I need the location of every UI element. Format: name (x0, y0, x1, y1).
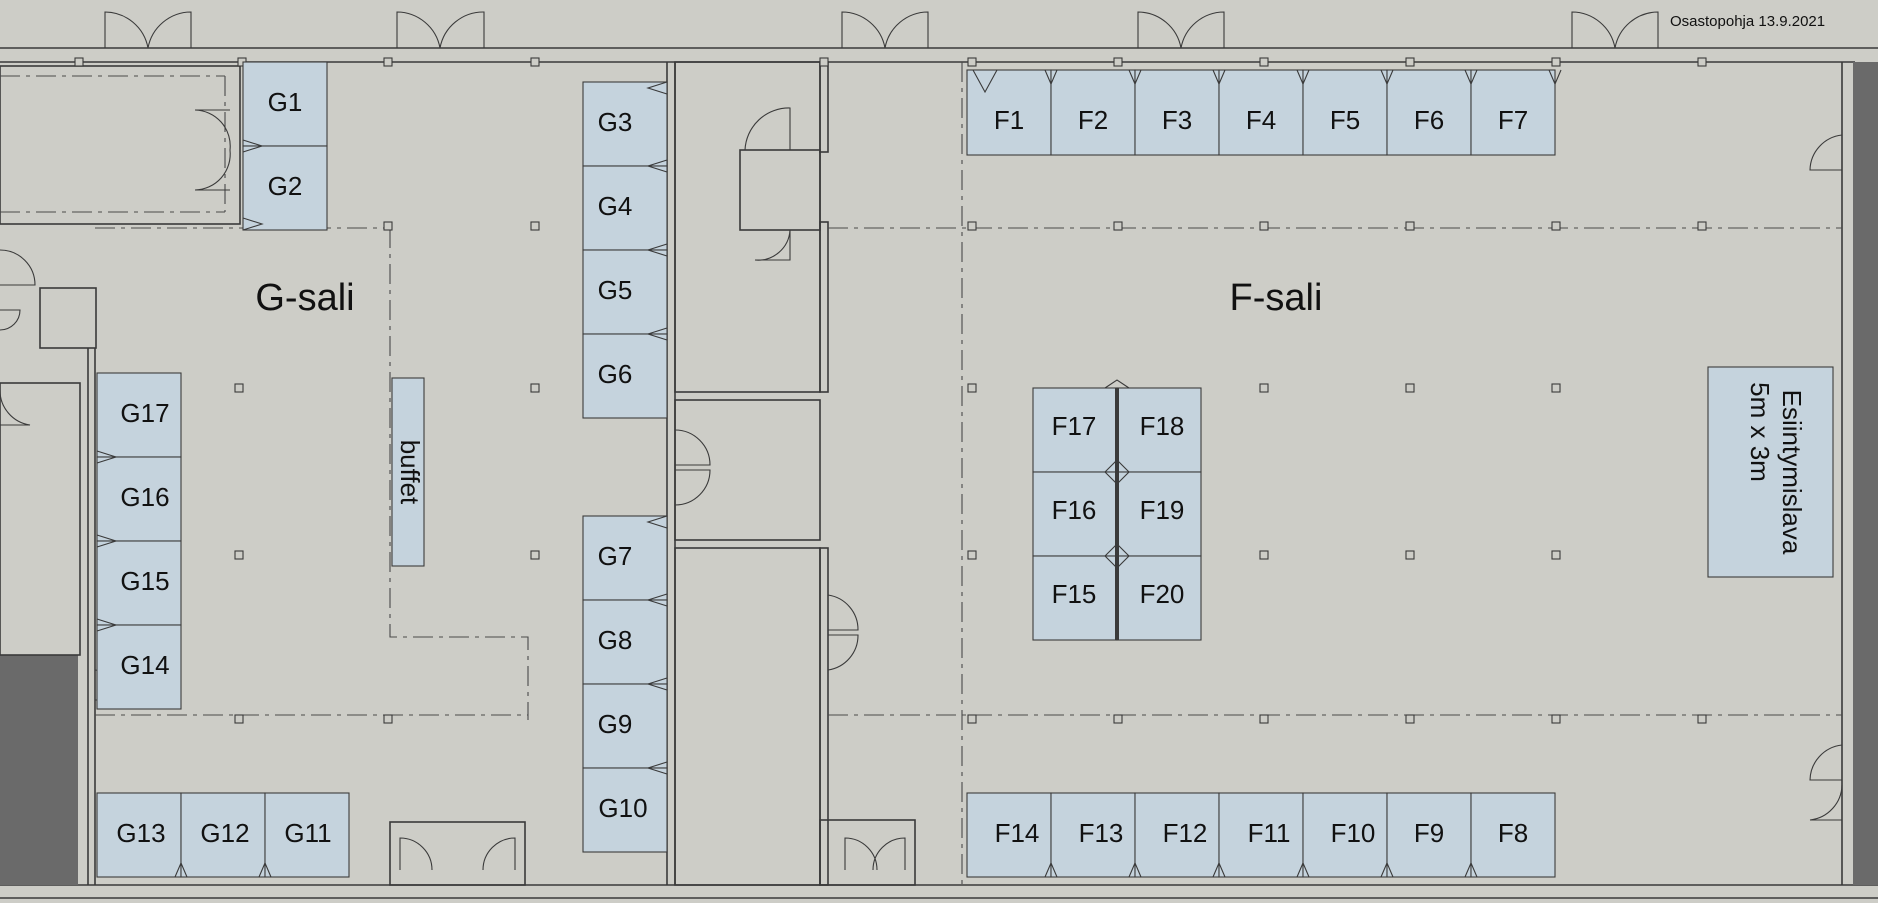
booth-g13[interactable]: G13 (96, 792, 182, 878)
booth-g15[interactable]: G15 (96, 540, 182, 626)
booth-label: F17 (1052, 411, 1097, 441)
booth-f15[interactable]: F15 (1032, 555, 1118, 641)
booth-f12[interactable]: F12 (1134, 792, 1220, 878)
booth-g17[interactable]: G17 (96, 372, 182, 458)
booth-label: G13 (116, 818, 165, 848)
booth-label: F19 (1140, 495, 1185, 525)
booth-label: F12 (1163, 818, 1208, 848)
booth-f19[interactable]: F19 (1116, 471, 1202, 557)
booth-f9[interactable]: F9 (1386, 792, 1472, 878)
booths-f-top: F1 F2 F3 F4 F5 F6 F7 (966, 69, 1556, 156)
booth-g1[interactable]: G1 (242, 61, 328, 147)
booth-label: F3 (1162, 105, 1192, 135)
booth-f7[interactable]: F7 (1470, 69, 1556, 156)
booth-f8[interactable]: F8 (1470, 792, 1556, 878)
date-label: Osastopohja 13.9.2021 (1670, 13, 1825, 30)
booth-label: F2 (1078, 105, 1108, 135)
hall-label-g-sali: G-sali (255, 277, 354, 319)
booth-label: F15 (1052, 579, 1097, 609)
outer-walls (0, 47, 1878, 899)
booth-f5[interactable]: F5 (1302, 69, 1388, 156)
buffet-area: buffet (391, 377, 425, 567)
booth-f14[interactable]: F14 (966, 792, 1052, 878)
booth-label: G9 (598, 709, 633, 739)
booth-label: F11 (1248, 818, 1291, 848)
booth-label: G7 (598, 541, 633, 571)
booth-f11[interactable]: F11 (1218, 792, 1304, 878)
stage-area: Esiintymislava 5m x 3m (1707, 366, 1834, 578)
booth-g7[interactable]: G7 (582, 515, 668, 601)
booth-label: G16 (120, 482, 169, 512)
booths-f-island: F17 F18 F16 F19 F15 F20 (1032, 387, 1202, 641)
booth-label: G12 (200, 818, 249, 848)
booth-label: G14 (120, 650, 169, 680)
booth-f4[interactable]: F4 (1218, 69, 1304, 156)
booth-f17[interactable]: F17 (1032, 387, 1118, 473)
booth-label: G6 (598, 359, 633, 389)
booth-markers (96, 69, 1562, 878)
buffet-label: buffet (395, 440, 425, 505)
booth-label: F20 (1140, 579, 1185, 609)
booth-label: F7 (1498, 105, 1528, 135)
booth-g4[interactable]: G4 (582, 165, 668, 251)
booth-label: G1 (268, 87, 303, 117)
booth-label: F10 (1331, 818, 1376, 848)
booth-g10[interactable]: G10 (582, 767, 668, 853)
booth-g8[interactable]: G8 (582, 599, 668, 685)
booth-g14[interactable]: G14 (96, 624, 182, 710)
booth-g9[interactable]: G9 (582, 683, 668, 769)
booth-g2[interactable]: G2 (242, 145, 328, 231)
booth-label: F8 (1498, 818, 1528, 848)
booth-label: F5 (1330, 105, 1360, 135)
booth-label: F6 (1414, 105, 1444, 135)
booth-label: G2 (268, 171, 303, 201)
doors (0, 11, 1843, 871)
booth-g6[interactable]: G6 (582, 333, 668, 419)
booth-label: G3 (598, 107, 633, 137)
buffet-table (391, 377, 425, 567)
left-rooms (0, 65, 241, 885)
booth-f3[interactable]: F3 (1134, 69, 1220, 156)
booth-f10[interactable]: F10 (1302, 792, 1388, 878)
booth-label: G17 (120, 398, 169, 428)
booths-g: G1 G2 G3 G4 G5 G6 G7 G8 G9 G10 G13 G12 G… (96, 61, 668, 878)
booth-g5[interactable]: G5 (582, 249, 668, 335)
booth-f18[interactable]: F18 (1116, 387, 1202, 473)
booth-label: G15 (120, 566, 169, 596)
booth-f2[interactable]: F2 (1050, 69, 1136, 156)
booth-g11[interactable]: G11 (264, 792, 350, 878)
booths-f-bottom: F14 F13 F12 F11 F10 F9 F8 (966, 792, 1556, 878)
booth-label: F14 (995, 818, 1040, 848)
booth-label: F1 (994, 105, 1024, 135)
booth-g16[interactable]: G16 (96, 456, 182, 542)
booth-g3[interactable]: G3 (582, 81, 668, 167)
booth-label: G4 (598, 191, 633, 221)
booth-label: G8 (598, 625, 633, 655)
booth-label: G11 (284, 818, 331, 848)
stage-label-line2: 5m x 3m (1745, 382, 1775, 482)
booth-label: G5 (598, 275, 633, 305)
stage-label-line1: Esiintymislava (1777, 390, 1807, 555)
booth-label: F18 (1140, 411, 1185, 441)
hall-label-f-sali: F-sali (1230, 277, 1323, 319)
booth-f16[interactable]: F16 (1032, 471, 1118, 557)
booth-label: F4 (1246, 105, 1276, 135)
booth-f20[interactable]: F20 (1116, 555, 1202, 641)
booth-label: F13 (1079, 818, 1124, 848)
booth-f6[interactable]: F6 (1386, 69, 1472, 156)
pillars (74, 57, 1707, 724)
booth-label: F9 (1414, 818, 1444, 848)
booth-label: G10 (598, 793, 647, 823)
booth-g12[interactable]: G12 (180, 792, 266, 878)
booth-f13[interactable]: F13 (1050, 792, 1136, 878)
stage (1707, 366, 1834, 578)
booth-label: F16 (1052, 495, 1097, 525)
